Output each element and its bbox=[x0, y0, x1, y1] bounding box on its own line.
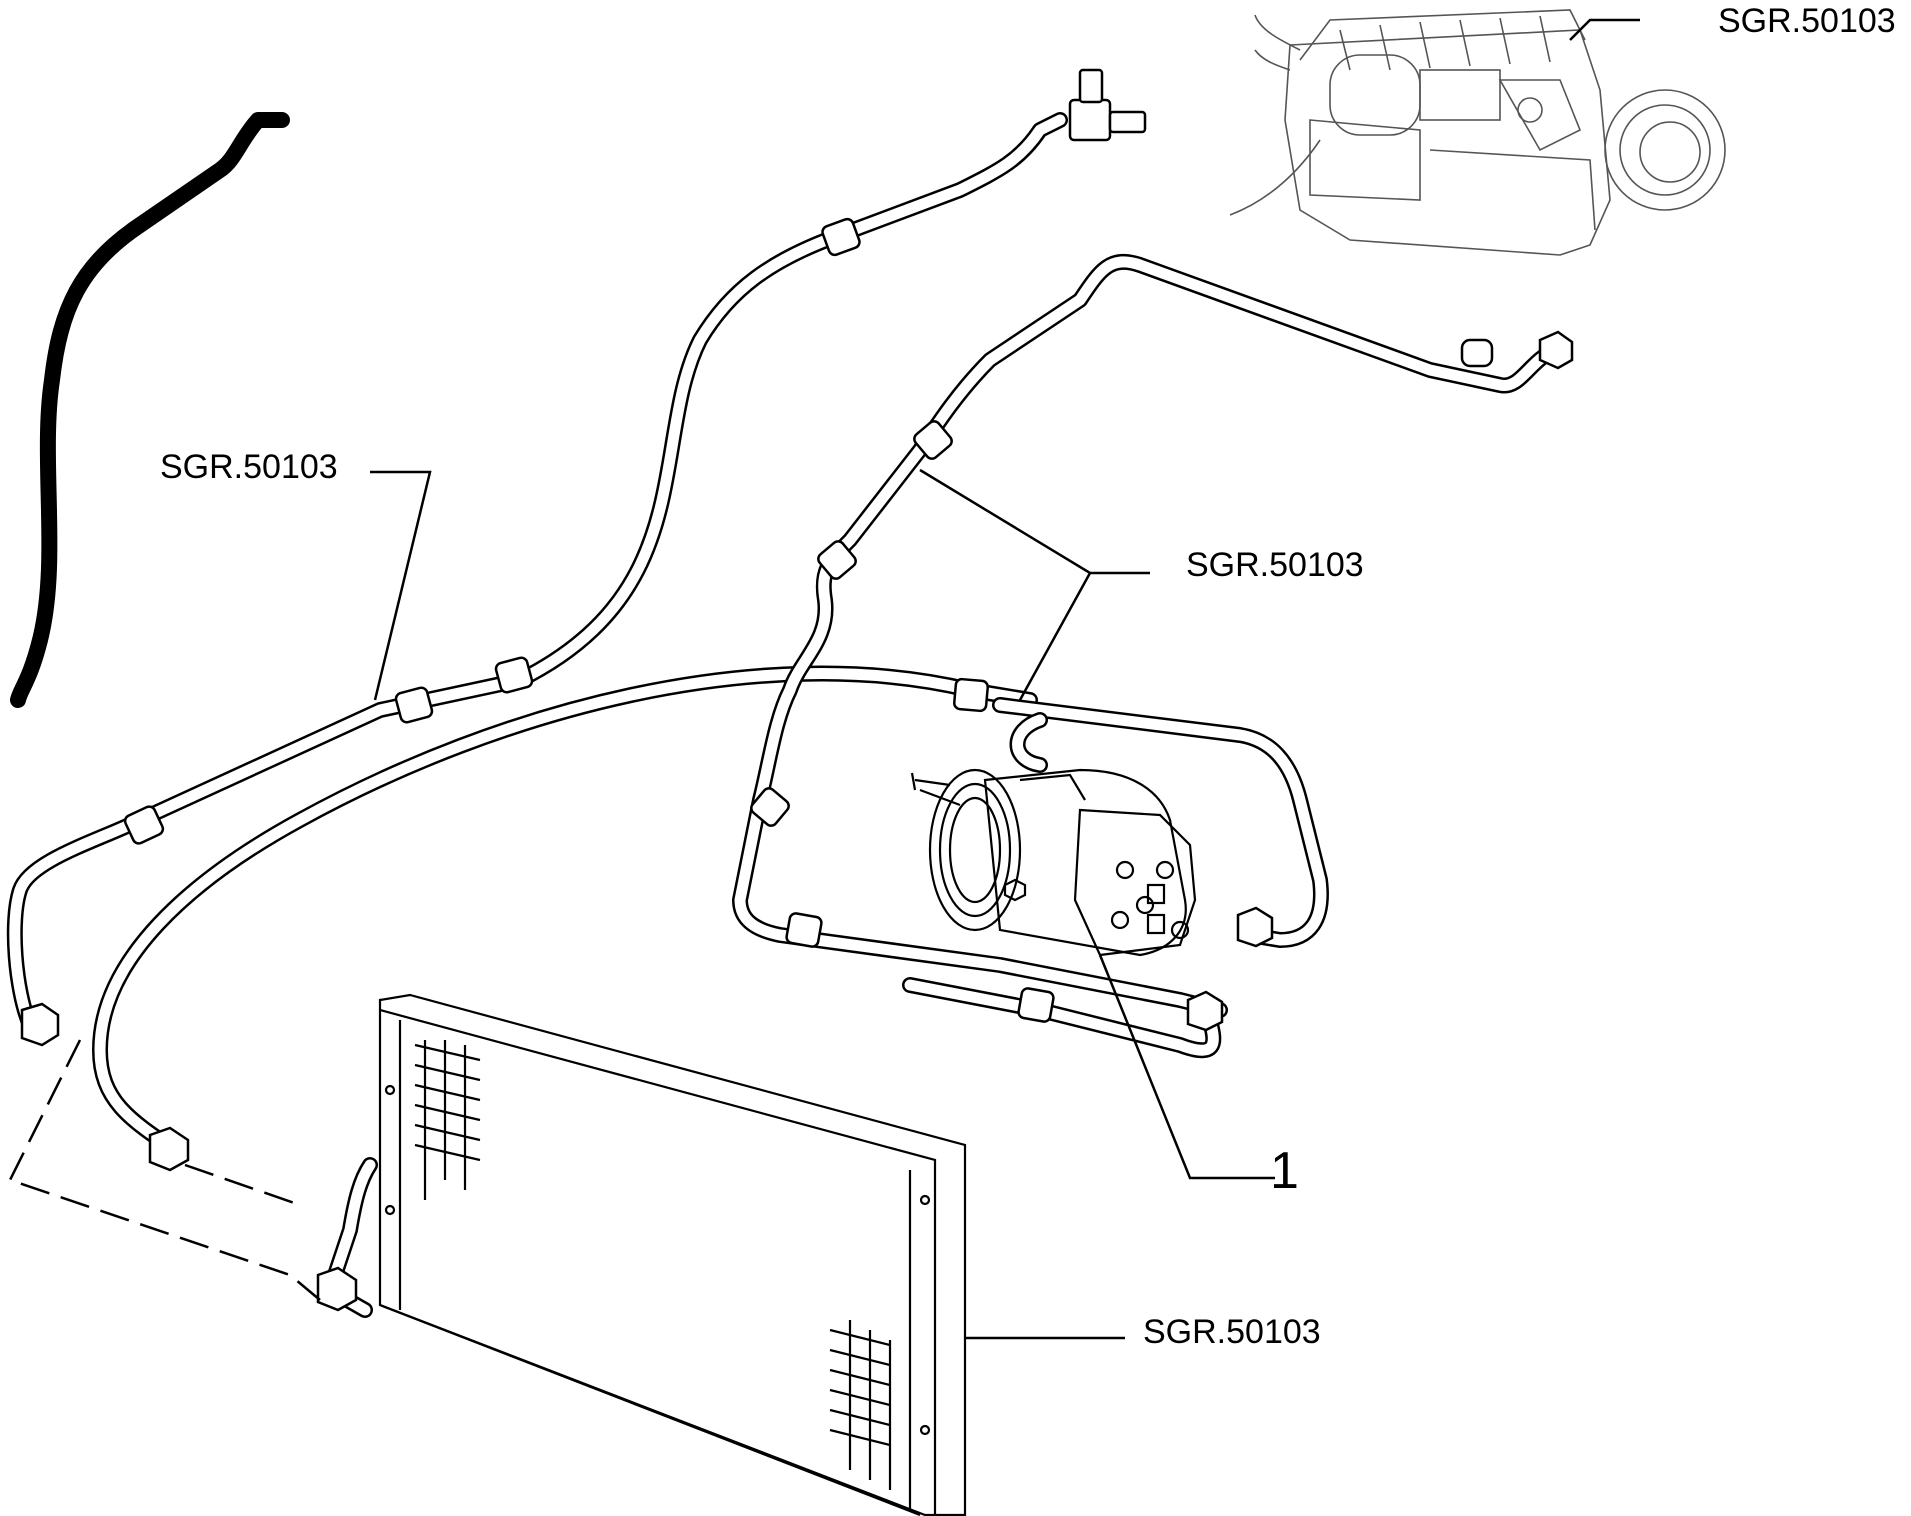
leader-lines bbox=[370, 18, 1640, 1340]
left-suction-hose bbox=[6, 112, 1068, 1033]
discharge-hose bbox=[92, 665, 1038, 1158]
callout-condenser: SGR.50103 bbox=[1143, 1313, 1321, 1351]
part-number-1: 1 bbox=[1270, 1142, 1299, 1200]
callout-engine: SGR.50103 bbox=[1718, 2, 1896, 40]
callout-left-hose: SGR.50103 bbox=[160, 448, 338, 486]
ac-compressor bbox=[910, 768, 1197, 957]
callout-center-hoses: SGR.50103 bbox=[1186, 546, 1364, 584]
hose-fittings bbox=[20, 68, 1574, 1312]
condenser-inlet-pipe bbox=[322, 1157, 378, 1318]
engine-inset bbox=[1229, 9, 1726, 256]
condenser bbox=[378, 993, 967, 1516]
right-loop-hose bbox=[992, 697, 1329, 948]
condenser-core-fins bbox=[414, 1040, 892, 1490]
dashed-connection-line bbox=[8, 1039, 321, 1301]
